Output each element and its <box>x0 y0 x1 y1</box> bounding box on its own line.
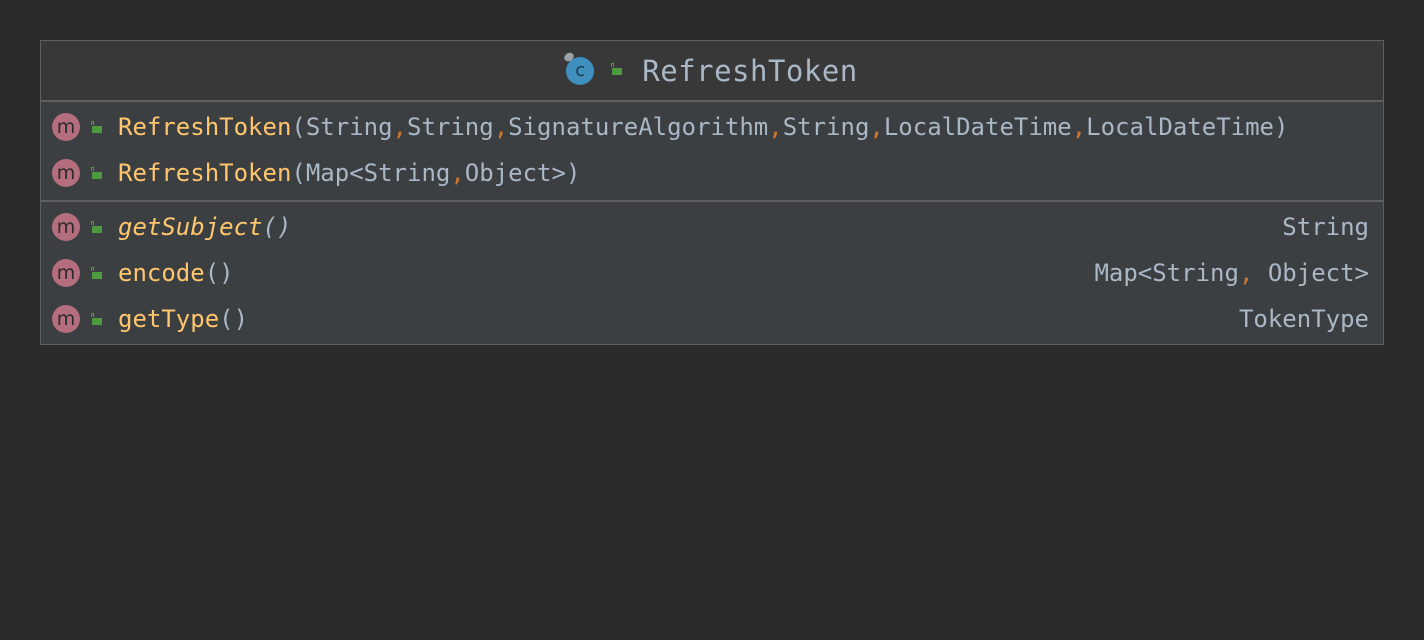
pin-icon <box>562 50 576 63</box>
public-lock-icon <box>88 119 104 135</box>
param-separator: , <box>768 113 783 141</box>
constructor-row[interactable]: m RefreshToken(Map<String, Object>) <box>41 150 1383 196</box>
method-parens: () <box>204 259 234 287</box>
method-row[interactable]: m getType() TokenType <box>41 296 1383 342</box>
public-lock-icon <box>608 61 624 81</box>
method-row[interactable]: m getSubject() String <box>41 204 1383 250</box>
close-paren: ) <box>1274 113 1289 141</box>
param-type: Object> <box>464 159 566 187</box>
param-separator: , <box>493 113 509 141</box>
method-icon: m <box>52 305 80 333</box>
constructor-name: RefreshToken <box>118 159 292 187</box>
return-type: String <box>1282 213 1369 241</box>
public-lock-icon <box>88 311 104 327</box>
param-type: LocalDateTime <box>883 113 1072 141</box>
class-icon: c <box>562 50 595 85</box>
method-icon: m <box>52 113 80 141</box>
class-name: RefreshToken <box>642 53 858 88</box>
param-type: LocalDateTime <box>1086 113 1274 141</box>
param-type: Map<String <box>305 159 451 187</box>
method-icon-letter: m <box>56 115 76 138</box>
return-type-part: Map<String <box>1094 259 1239 287</box>
method-icon-letter: m <box>56 161 76 184</box>
param-separator: , <box>1071 113 1087 141</box>
method-icon: m <box>52 213 80 241</box>
class-icon-letter: c <box>575 59 586 81</box>
param-separator: , <box>1238 259 1268 287</box>
param-type: String <box>407 113 494 141</box>
param-type: SignatureAlgorithm <box>508 113 769 141</box>
method-icon-letter: m <box>56 215 76 238</box>
constructor-name: RefreshToken <box>118 113 292 141</box>
method-parens: () <box>262 213 292 241</box>
method-row[interactable]: m encode() Map<String, Object> <box>41 250 1383 296</box>
method-name: encode <box>118 259 205 287</box>
param-separator: , <box>450 159 465 187</box>
param-separator: , <box>392 113 407 141</box>
param-type: String <box>305 113 393 141</box>
close-paren: ) <box>565 159 581 187</box>
method-name: getSubject <box>118 213 263 241</box>
return-type: Map<String, Object> <box>1094 259 1369 287</box>
return-type: TokenType <box>1238 305 1369 333</box>
method-icon: m <box>52 159 80 187</box>
return-type-part: Object> <box>1267 259 1369 287</box>
param-type: String <box>782 113 870 141</box>
method-icon-letter: m <box>56 307 76 330</box>
public-lock-icon <box>88 165 104 181</box>
class-header: c RefreshToken <box>41 41 1383 102</box>
open-paren: ( <box>291 159 306 187</box>
method-parens: () <box>219 305 249 333</box>
method-name: getType <box>118 305 220 333</box>
method-icon-letter: m <box>56 261 76 284</box>
public-lock-icon <box>88 265 104 281</box>
method-icon: m <box>52 259 80 287</box>
param-separator: , <box>869 113 884 141</box>
public-lock-icon <box>88 219 104 235</box>
open-paren: ( <box>291 113 306 141</box>
